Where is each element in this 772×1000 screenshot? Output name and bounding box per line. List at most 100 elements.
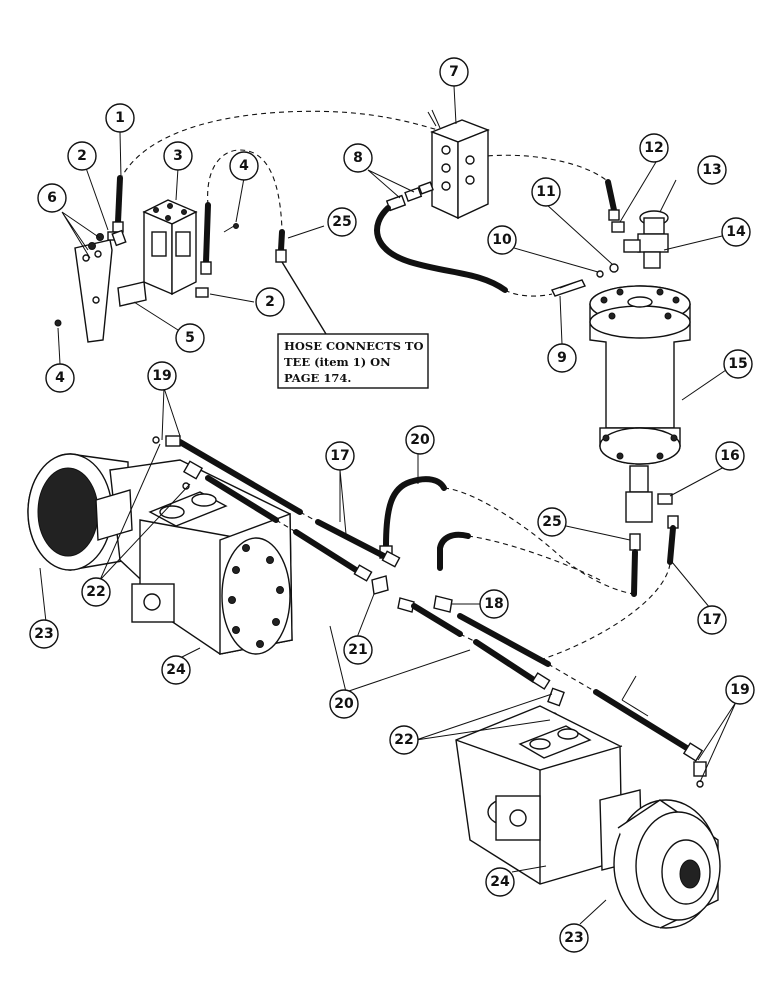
svg-text:17: 17 <box>702 612 721 628</box>
callout-24: 24 <box>161 655 191 685</box>
svg-text:21: 21 <box>348 642 367 658</box>
svg-text:23: 23 <box>564 930 583 946</box>
callouts: 1 2 2 3 4 4 5 6 7 8 9 10 11 12 13 14 15 … <box>29 57 755 953</box>
callout-22: 22 <box>81 577 111 607</box>
svg-text:11: 11 <box>536 184 555 200</box>
note: HOSE CONNECTS TO TEE (item 1) ON PAGE 17… <box>284 339 424 385</box>
callout-2: 2 <box>67 141 97 171</box>
note-box <box>277 333 429 389</box>
cylinder-item-15 <box>589 285 691 523</box>
callout-12: 12 <box>639 133 669 163</box>
svg-text:6: 6 <box>47 190 57 206</box>
valve-item-13-14 <box>623 210 669 269</box>
svg-text:19: 19 <box>730 682 749 698</box>
callout-25: 25 <box>327 207 357 237</box>
svg-text:2: 2 <box>265 294 275 310</box>
callout-13: 13 <box>697 155 727 185</box>
callout-9: 9 <box>547 343 577 373</box>
callout-1: 1 <box>105 103 135 133</box>
callout-23: 23 <box>29 619 59 649</box>
fittings-item-8 <box>385 181 434 212</box>
fitting-item-16 <box>657 493 673 505</box>
callout-24: 24 <box>485 867 515 897</box>
callout-4: 4 <box>229 151 259 181</box>
svg-text:18: 18 <box>484 596 503 612</box>
spacer-plate-5 <box>117 281 147 307</box>
svg-text:1: 1 <box>115 110 125 126</box>
svg-text:20: 20 <box>334 696 354 712</box>
callout-3: 3 <box>163 141 193 171</box>
svg-text:22: 22 <box>86 584 105 600</box>
hoses-left-long <box>152 435 401 582</box>
svg-text:25: 25 <box>332 214 351 230</box>
svg-text:20: 20 <box>410 432 430 448</box>
hose-item-25-lower <box>629 533 641 597</box>
callout-19: 19 <box>147 361 177 391</box>
callout-14: 14 <box>721 217 751 247</box>
svg-text:15: 15 <box>728 356 747 372</box>
callout-22: 22 <box>389 725 419 755</box>
callout-17: 17 <box>697 605 727 635</box>
valve-block-3 <box>111 199 209 298</box>
svg-text:2: 2 <box>77 148 87 164</box>
hose-item-25-upper <box>275 229 327 335</box>
callout-17: 17 <box>325 441 355 471</box>
svg-text:24: 24 <box>490 874 510 890</box>
svg-text:24: 24 <box>166 662 186 678</box>
hoses-lower-long <box>411 603 707 788</box>
callout-2: 2 <box>255 287 285 317</box>
svg-text:16: 16 <box>720 448 739 464</box>
hose-item-17-right <box>539 515 679 661</box>
svg-text:13: 13 <box>702 162 721 178</box>
svg-text:22: 22 <box>394 732 413 748</box>
tee-item-18 <box>433 595 453 613</box>
bracket-plate <box>54 233 113 343</box>
svg-text:5: 5 <box>185 330 195 346</box>
part-item-11 <box>609 263 619 273</box>
note-line-1: HOSE CONNECTS TO <box>284 339 424 353</box>
tee-item-21 <box>371 575 415 613</box>
svg-text:3: 3 <box>173 148 183 164</box>
svg-text:4: 4 <box>55 370 65 386</box>
callout-16: 16 <box>715 441 745 471</box>
svg-text:17: 17 <box>330 448 349 464</box>
valve-item-7 <box>427 109 490 220</box>
callout-21: 21 <box>343 635 373 665</box>
callout-8: 8 <box>343 143 373 173</box>
hose-vertical-3 <box>200 202 212 275</box>
svg-text:14: 14 <box>726 224 746 240</box>
callout-25: 25 <box>537 507 567 537</box>
line-art <box>27 109 721 929</box>
motor-assembly-right <box>455 705 721 929</box>
callout-23: 23 <box>559 923 589 953</box>
note-line-3: PAGE 174. <box>284 371 351 385</box>
svg-text:9: 9 <box>557 350 567 366</box>
motor-assembly-left <box>27 453 293 655</box>
callout-19: 19 <box>725 675 755 705</box>
hose-8-to-9 <box>374 205 553 297</box>
callout-5: 5 <box>175 323 205 353</box>
svg-text:4: 4 <box>239 158 249 174</box>
svg-text:8: 8 <box>353 150 363 166</box>
leader-lines <box>39 85 737 925</box>
callout-15: 15 <box>723 349 753 379</box>
svg-text:10: 10 <box>492 232 512 248</box>
callout-4: 4 <box>45 363 75 393</box>
hose-near-18 <box>437 531 601 581</box>
svg-text:12: 12 <box>644 140 663 156</box>
svg-text:23: 23 <box>34 626 53 642</box>
callout-20: 20 <box>329 689 359 719</box>
callout-18: 18 <box>479 589 509 619</box>
svg-text:19: 19 <box>152 368 171 384</box>
hose-item-20-upper <box>379 476 635 595</box>
svg-text:7: 7 <box>449 64 459 80</box>
callout-7: 7 <box>439 57 469 87</box>
callout-6: 6 <box>37 183 67 213</box>
callout-11: 11 <box>531 177 561 207</box>
hose-item-12 <box>605 179 625 233</box>
callout-10: 10 <box>487 225 517 255</box>
part-item-10 <box>596 270 604 278</box>
note-line-2: TEE (item 1) ON <box>284 355 391 369</box>
